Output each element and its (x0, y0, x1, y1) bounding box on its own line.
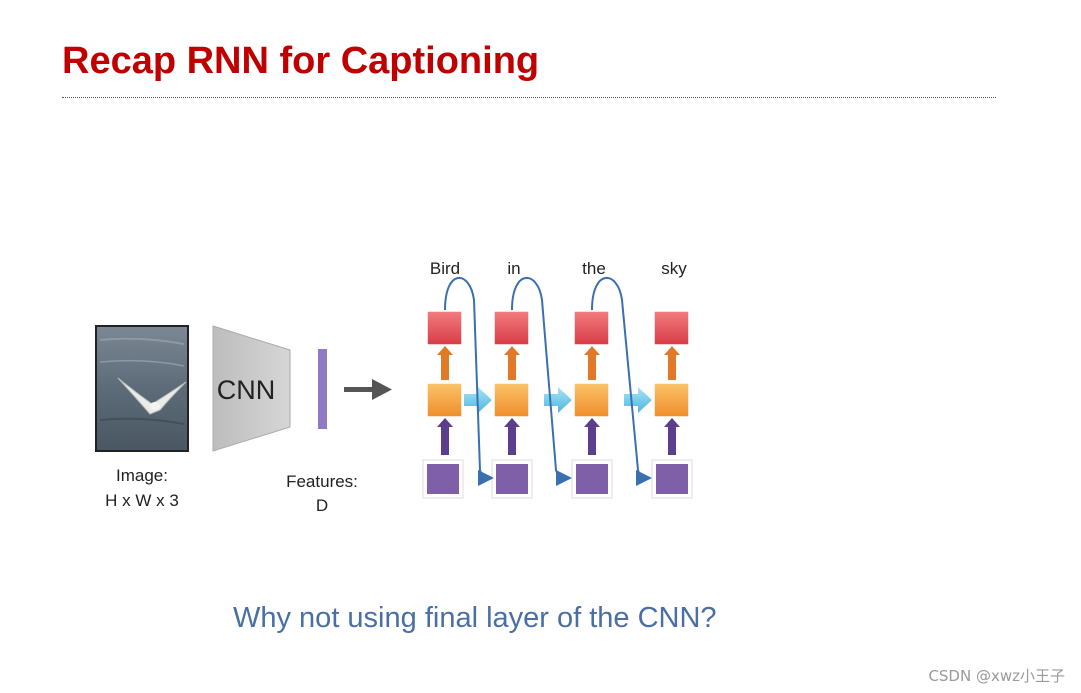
slide-question: Why not using final layer of the CNN? (233, 602, 717, 634)
slide-title: Recap RNN for Captioning (62, 40, 540, 82)
output-node (653, 310, 690, 346)
output-node (426, 310, 463, 346)
title-divider (62, 97, 996, 98)
up-arrow (584, 418, 600, 455)
hidden-node (426, 382, 463, 418)
recurrent-arrow (544, 387, 572, 413)
up-arrow (504, 418, 520, 455)
cnn-block (212, 325, 291, 452)
image-label-line1: Image: (116, 466, 168, 485)
word-label: sky (661, 259, 687, 278)
right-arrow-icon (344, 379, 392, 400)
features-label-line1: Features: (286, 472, 358, 491)
recurrent-arrow (624, 387, 652, 413)
features-label-line2: D (316, 496, 328, 515)
up-arrow (504, 346, 520, 380)
up-arrow (664, 418, 680, 455)
rnn-column (491, 310, 533, 499)
up-arrow (584, 346, 600, 380)
cnn-label: CNN (217, 375, 276, 405)
rnn-column (651, 310, 693, 499)
output-node (493, 310, 530, 346)
up-arrow (664, 346, 680, 380)
rnn-column (422, 310, 464, 499)
feature-vector-bar (318, 349, 327, 429)
watermark: CSDN @xwz小王子 (928, 667, 1065, 685)
rnn-column (571, 310, 613, 499)
word-label: the (582, 259, 606, 278)
hidden-node (493, 382, 530, 418)
up-arrow (437, 346, 453, 380)
word-label: Bird (430, 259, 460, 278)
feedback-curve (444, 277, 494, 486)
feedback-curve (511, 277, 572, 486)
output-node (573, 310, 610, 346)
feedback-curve (591, 277, 652, 486)
input-image (95, 325, 189, 452)
word-label: in (507, 259, 520, 278)
hidden-node (573, 382, 610, 418)
image-label-line2: H x W x 3 (105, 491, 179, 510)
hidden-node (653, 382, 690, 418)
up-arrow (437, 418, 453, 455)
